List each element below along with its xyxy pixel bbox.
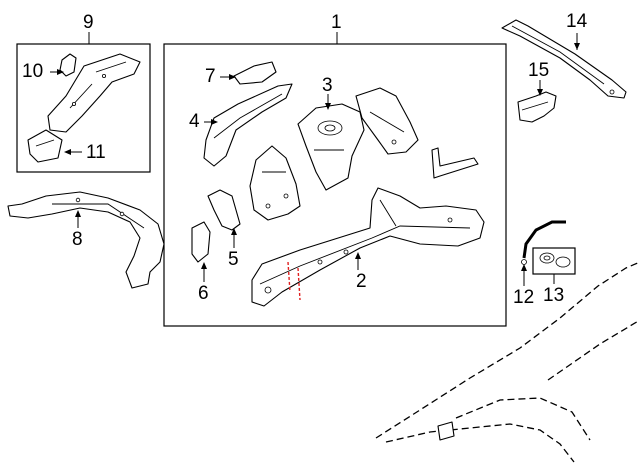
part-3-strut-tower (297, 103, 365, 191)
part-10-bracket (59, 53, 77, 77)
callout-13: 13 (543, 285, 565, 306)
weld-markers (287, 261, 301, 301)
part-15-bracket (517, 91, 557, 123)
arrow-2 (355, 252, 361, 259)
arrow-6 (201, 262, 207, 269)
callout-10: 10 (22, 61, 44, 82)
part-8-reinforcement (7, 191, 165, 289)
arrow-15 (537, 89, 543, 96)
callout-9: 9 (83, 12, 94, 33)
arrow-11 (64, 149, 71, 155)
callout-14: 14 (566, 11, 588, 32)
callout-4: 4 (189, 111, 200, 132)
arrow-4 (211, 119, 218, 125)
arrow-14 (574, 43, 580, 50)
callout-2: 2 (356, 271, 367, 292)
callout-8: 8 (72, 229, 83, 250)
part-2-frame-rail (251, 187, 485, 307)
arrow-3 (325, 103, 331, 110)
inner-wheelhouse-panel (249, 145, 301, 221)
callout-6: 6 (198, 283, 209, 304)
arrow-5 (231, 228, 237, 235)
arrow-10 (57, 69, 64, 75)
part-6-bracket (191, 221, 211, 263)
arrow-8 (75, 210, 81, 217)
callout-11: 11 (86, 142, 106, 163)
fender-outline (375, 261, 640, 463)
part-11-bracket (27, 129, 63, 163)
part-9-rail-extension (47, 53, 141, 133)
bracket-strip-right (431, 147, 479, 179)
callout-7: 7 (205, 66, 216, 87)
group-1-frame (163, 43, 507, 327)
callout-1: 1 (331, 12, 342, 33)
part-5-bracket (207, 189, 241, 231)
arrow-7 (229, 74, 236, 80)
part-4-upper-rail (203, 83, 293, 167)
apron-panel-right (355, 87, 419, 155)
callout-12: 12 (513, 287, 535, 308)
callout-3: 3 (322, 75, 333, 96)
callout-5: 5 (228, 249, 239, 270)
arrow-12 (521, 264, 527, 271)
group-9-frame (16, 43, 151, 173)
callout-15: 15 (528, 60, 550, 81)
part-14-support-bar (501, 19, 627, 99)
part-7-bracket (233, 61, 277, 85)
part-13-grommets (539, 252, 571, 268)
